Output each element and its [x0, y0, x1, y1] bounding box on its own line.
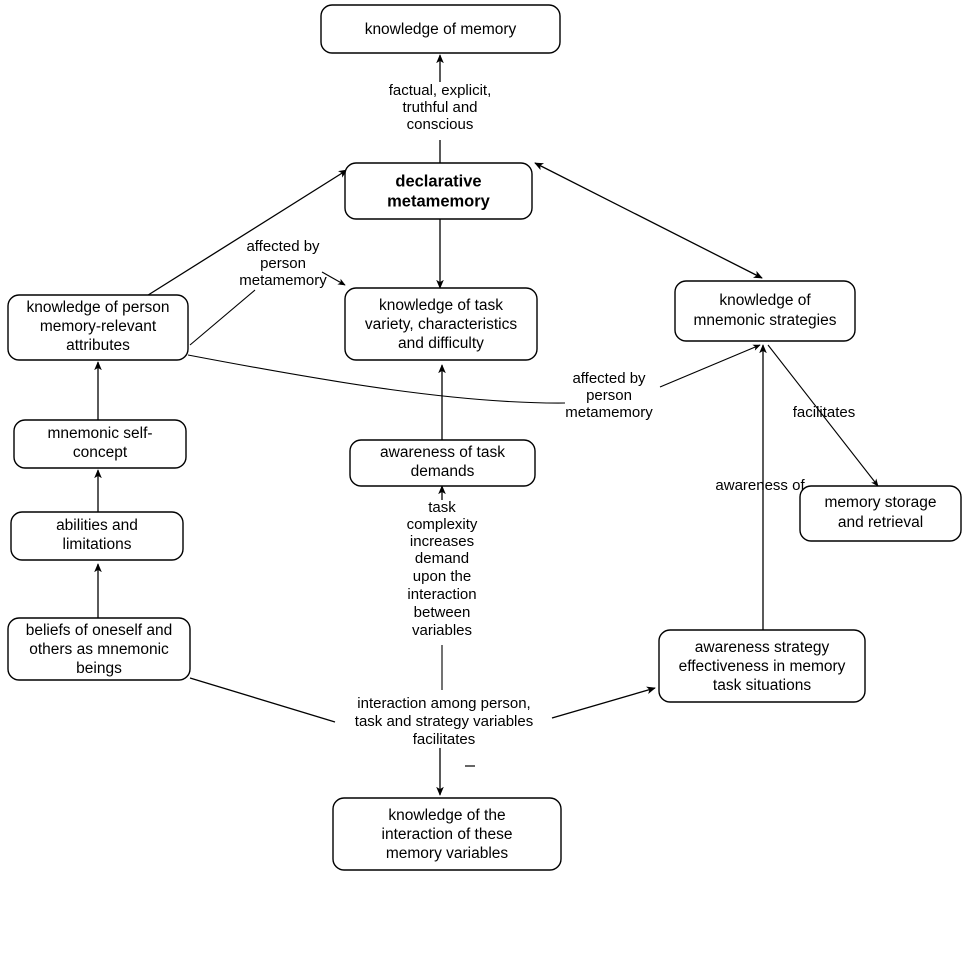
edge-person-to-declarative: [144, 169, 348, 298]
node-label-awareness-strategy-line1: awareness strategy: [695, 639, 830, 656]
edge-person-curve-to-affected-right: [187, 354, 566, 404]
node-abilities-and-limitations[interactable]: abilities and limitations: [10, 511, 184, 561]
edge-label-facilitates: facilitates: [793, 404, 856, 421]
node-label-awareness-strategy-line2: effectiveness in memory: [679, 658, 846, 675]
node-declarative-metamemory[interactable]: declarative metamemory: [344, 162, 533, 220]
node-label-knowledge-of-person-line2: memory-relevant: [40, 318, 157, 335]
node-label-knowledge-interaction-line3: memory variables: [386, 845, 509, 862]
edge-label-line: variables: [412, 622, 472, 639]
node-label-awareness-task-demands-line1: awareness of task: [380, 444, 505, 461]
edge-label-line: person: [260, 255, 306, 272]
node-label-mnemonic-strategies-line1: knowledge of: [719, 292, 811, 309]
edge-label-line: affected by: [246, 238, 320, 255]
edge-label-factual-explicit: factual, explicit, truthful and consciou…: [389, 82, 492, 133]
node-knowledge-of-memory[interactable]: knowledge of memory: [320, 4, 561, 54]
edge-label-task-complexity: task complexity increases demand upon th…: [407, 499, 478, 639]
edge-label-line: awareness of: [715, 477, 805, 494]
node-label-declarative-metamemory-line2: metamemory: [387, 192, 491, 210]
node-label-beliefs-line1: beliefs of oneself and: [26, 622, 173, 639]
edge-label-affected-by-person-metamemory-left: affected by person metamemory: [239, 238, 327, 289]
edge-beliefs-to-interaction: [189, 677, 336, 723]
edge-label-line: factual, explicit,: [389, 82, 492, 99]
edge-affected-left-to-task: [321, 271, 346, 286]
edge-label-line: facilitates: [413, 731, 476, 748]
node-label-knowledge-of-memory: knowledge of memory: [365, 21, 517, 38]
node-label-memory-storage-line2: and retrieval: [838, 514, 923, 531]
node-label-mnemonic-self-concept-line1: mnemonic self-: [47, 425, 152, 442]
node-label-awareness-task-demands-line2: demands: [411, 463, 475, 480]
edge-affected-right-to-mnemonic: [659, 344, 761, 388]
node-label-mnemonic-strategies-line2: mnemonic strategies: [693, 312, 836, 329]
edge-label-line: upon the: [413, 568, 471, 585]
edge-declarative-to-mnemonic: [534, 162, 763, 279]
node-label-knowledge-of-person-line3: attributes: [66, 337, 130, 354]
node-label-beliefs-line3: beings: [76, 660, 122, 677]
node-label-knowledge-of-task-line2: variety, characteristics: [365, 316, 517, 333]
node-label-knowledge-interaction-line2: interaction of these: [382, 826, 513, 843]
edge-label-affected-by-person-metamemory-right: affected by person metamemory: [565, 370, 653, 421]
node-knowledge-of-interaction[interactable]: knowledge of the interaction of these me…: [332, 797, 562, 871]
node-beliefs-of-oneself[interactable]: beliefs of oneself and others as mnemoni…: [7, 617, 191, 681]
node-memory-storage-and-retrieval[interactable]: memory storage and retrieval: [799, 485, 962, 542]
edge-label-line: metamemory: [565, 404, 653, 421]
node-label-abilities-line1: abilities and: [56, 517, 138, 534]
node-knowledge-of-person[interactable]: knowledge of person memory-relevant attr…: [7, 294, 189, 361]
node-label-mnemonic-self-concept-line2: concept: [73, 444, 128, 461]
edge-label-line: between: [414, 604, 471, 621]
node-knowledge-of-mnemonic-strategies[interactable]: knowledge of mnemonic strategies: [674, 280, 856, 342]
edge-label-awareness-of: awareness of: [715, 477, 805, 494]
node-label-knowledge-of-task-line3: and difficulty: [398, 335, 484, 352]
edge-label-line: facilitates: [793, 404, 856, 421]
edge-label-line: person: [586, 387, 632, 404]
edge-interaction-to-awareness-strategy: [551, 686, 656, 719]
edge-label-line: task: [428, 499, 456, 516]
edge-label-line: truthful and: [402, 99, 477, 116]
node-label-knowledge-of-person-line1: knowledge of person: [26, 299, 169, 316]
node-awareness-of-task-demands[interactable]: awareness of task demands: [349, 439, 536, 487]
edge-person-to-affected-left: [189, 289, 256, 346]
node-mnemonic-self-concept[interactable]: mnemonic self- concept: [13, 419, 187, 469]
node-label-awareness-strategy-line3: task situations: [713, 677, 811, 694]
edge-label-interaction-among-variables: interaction among person, task and strat…: [355, 695, 533, 748]
edge-label-line: interaction among person,: [357, 695, 530, 712]
node-awareness-strategy-effectiveness[interactable]: awareness strategy effectiveness in memo…: [658, 629, 866, 703]
edge-label-line: interaction: [407, 586, 476, 603]
edge-mnemonic-to-memory-storage: [767, 344, 879, 487]
node-label-abilities-line2: limitations: [63, 536, 132, 553]
node-knowledge-of-task[interactable]: knowledge of task variety, characteristi…: [344, 287, 538, 361]
node-label-beliefs-line2: others as mnemonic: [29, 641, 169, 658]
node-label-declarative-metamemory-line1: declarative: [395, 172, 481, 190]
node-label-knowledge-of-task-line1: knowledge of task: [379, 297, 503, 314]
edge-label-line: increases: [410, 533, 474, 550]
node-label-knowledge-interaction-line1: knowledge of the: [388, 807, 505, 824]
edge-label-line: complexity: [407, 516, 478, 533]
edge-label-line: demand: [415, 550, 469, 567]
edge-label-line: metamemory: [239, 272, 327, 289]
edge-label-line: affected by: [572, 370, 646, 387]
edge-label-line: conscious: [407, 116, 474, 133]
node-label-memory-storage-line1: memory storage: [825, 494, 937, 511]
edge-label-line: task and strategy variables: [355, 713, 533, 730]
